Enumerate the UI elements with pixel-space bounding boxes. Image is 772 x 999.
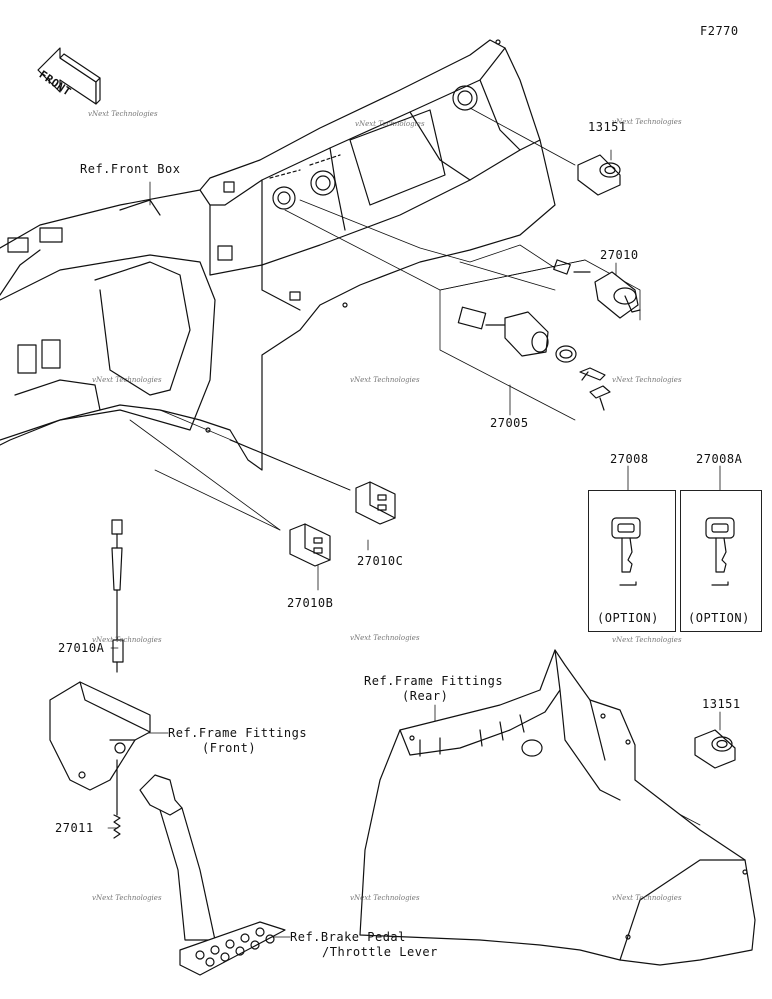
watermark: vNext Technologies xyxy=(88,110,158,118)
switch-27010c xyxy=(355,481,396,525)
label-ref-frame-rear-sub: (Rear) xyxy=(402,689,449,703)
watermark: vNext Technologies xyxy=(612,636,682,644)
brake-switch-27010a xyxy=(111,519,124,673)
key-27008a xyxy=(705,517,735,586)
figure-code: F2770 xyxy=(700,24,739,38)
label-ref-frame-front: Ref.Frame Fittings xyxy=(168,726,308,740)
label-27008a: 27008A xyxy=(696,452,743,466)
label-27008: 27008 xyxy=(610,452,649,466)
front-frame-bracket xyxy=(49,681,151,791)
watermark: vNext Technologies xyxy=(612,118,682,126)
watermark: vNext Technologies xyxy=(612,376,682,384)
spring-27011 xyxy=(113,759,121,839)
front-arrow-icon xyxy=(37,47,101,105)
label-ref-front-box: Ref.Front Box xyxy=(80,162,181,176)
watermark: vNext Technologies xyxy=(612,894,682,902)
switch-27010b xyxy=(289,523,331,567)
label-13151-bottom: 13151 xyxy=(702,697,741,711)
dashboard-panel xyxy=(0,39,556,471)
label-option-2: (OPTION) xyxy=(688,611,750,625)
label-ref-throttle-lever: /Throttle Lever xyxy=(322,945,438,959)
label-27005: 27005 xyxy=(490,416,529,430)
label-27011: 27011 xyxy=(55,821,94,835)
watermark: vNext Technologies xyxy=(350,376,420,384)
watermark: vNext Technologies xyxy=(350,634,420,642)
label-ref-frame-front-sub: (Front) xyxy=(202,741,257,755)
label-27010c: 27010C xyxy=(357,554,404,568)
socket-13151-bottom xyxy=(694,729,736,769)
label-13151-top: 13151 xyxy=(588,120,627,134)
watermark: vNext Technologies xyxy=(350,894,420,902)
socket-13151-top xyxy=(577,154,621,196)
brake-pedal xyxy=(139,774,286,976)
key-27008a-box xyxy=(680,490,762,632)
ignition-switch-27005 xyxy=(439,259,611,411)
rear-frame-panel xyxy=(359,649,756,966)
key-27008-box xyxy=(588,490,676,632)
socket-27010 xyxy=(553,259,641,319)
watermark: vNext Technologies xyxy=(355,120,425,128)
label-27010: 27010 xyxy=(600,248,639,262)
watermark: vNext Technologies xyxy=(92,636,162,644)
label-option-1: (OPTION) xyxy=(597,611,659,625)
label-27010b: 27010B xyxy=(287,596,334,610)
label-27010a: 27010A xyxy=(58,641,105,655)
key-27008 xyxy=(611,517,641,586)
label-ref-brake-pedal: Ref.Brake Pedal xyxy=(290,930,406,944)
watermark: vNext Technologies xyxy=(92,894,162,902)
label-ref-frame-rear: Ref.Frame Fittings xyxy=(364,674,504,688)
watermark: vNext Technologies xyxy=(92,376,162,384)
